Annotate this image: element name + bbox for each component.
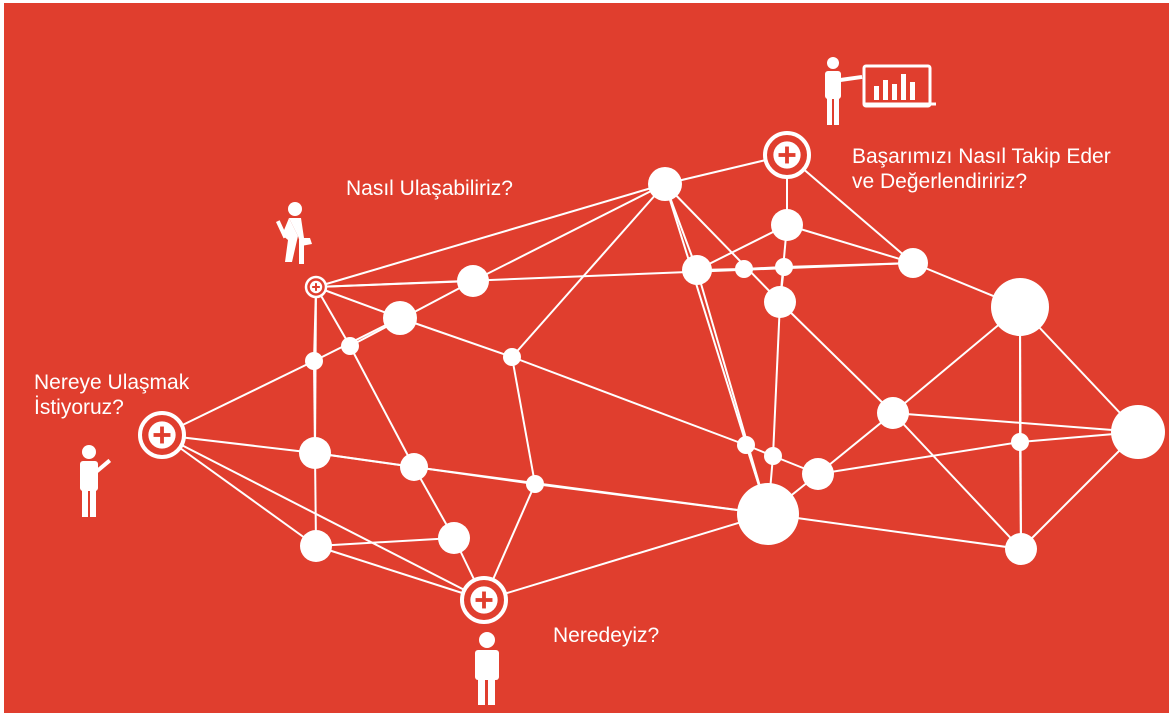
network-edge [161,360,315,436]
network-node [503,348,521,366]
network-edge [483,513,769,601]
label-nereye-line2: İstiyoruz? [34,396,124,419]
network-edge [817,441,1021,475]
person-standing-icon [475,632,499,705]
label-basarimizi-line1: Başarımızı Nasıl Takip Eder [852,145,1111,168]
person-pointing-icon [80,445,112,517]
network-node [648,167,682,201]
network-edge [783,262,914,268]
network-node [898,248,928,278]
network-edge [767,513,1022,550]
plus-circle-icon [460,576,508,624]
network-edge [315,537,455,547]
network-edge [892,412,1139,433]
network-nodes [299,167,1165,565]
network-edges [161,154,1139,601]
network-edge [786,154,914,264]
network-node [457,265,489,297]
network-edge [511,183,666,358]
person-presenting-chart-icon [825,57,936,125]
network-edge [786,224,914,264]
network-edge [892,412,1022,550]
plus-circle-icon [763,131,811,179]
network-edge [315,545,485,601]
network-node [341,337,359,355]
label-neredeyiz: Neredeyiz? [553,624,660,647]
network-node [737,483,799,545]
network-node [400,453,428,481]
network-node [682,255,712,285]
network-node [775,258,793,276]
network-edge [664,183,769,515]
red-background [4,3,1169,713]
plus-circle-icon [138,411,186,459]
person-climbing-stairs-icon [276,202,312,264]
label-nereye-line1: Nereye Ulaşmak [34,371,190,394]
network-edge [399,317,513,358]
network-edge [696,224,788,271]
network-node [735,260,753,278]
network-node [526,475,544,493]
network-edge [511,356,747,446]
label-basarimizi-takip: Başarımızı Nasıl Takip Eder ve Değerlend… [852,144,1111,194]
hub-nodes [138,131,811,624]
network-node [802,458,834,490]
network-edge [664,183,781,303]
network-edge [772,301,781,457]
label-nasil-ulasabiliriz: Nasıl Ulaşabiliriz? [346,177,513,200]
network-node [1111,405,1165,459]
network-node [1011,433,1029,451]
network-node [383,301,417,335]
network-node [299,437,331,469]
network-edge [779,301,894,414]
network-node [877,397,909,429]
network-edge [349,345,415,468]
network-edge [511,356,536,485]
network-node [764,286,796,318]
network-node [991,278,1049,336]
network-edge [161,434,317,547]
network-edge [315,286,351,347]
network-node [438,522,470,554]
network-node [764,447,782,465]
network-edge [315,183,666,288]
network-node [300,530,332,562]
network-node [737,436,755,454]
network-edge [534,483,769,515]
network-node [771,209,803,241]
label-basarimizi-line2: ve Değerlendiririz? [852,170,1028,193]
network-edge [161,434,316,454]
network-edge [472,183,666,282]
network-node [1005,533,1037,565]
network-edge [1019,441,1022,550]
plus-circle-icon [304,275,328,299]
network-edge [1020,431,1139,550]
label-nereye-ulasmak: Nereye Ulaşmak İstiyoruz? [34,370,189,420]
network-node [305,352,323,370]
network-edge [161,434,485,601]
network-edge [817,412,894,475]
